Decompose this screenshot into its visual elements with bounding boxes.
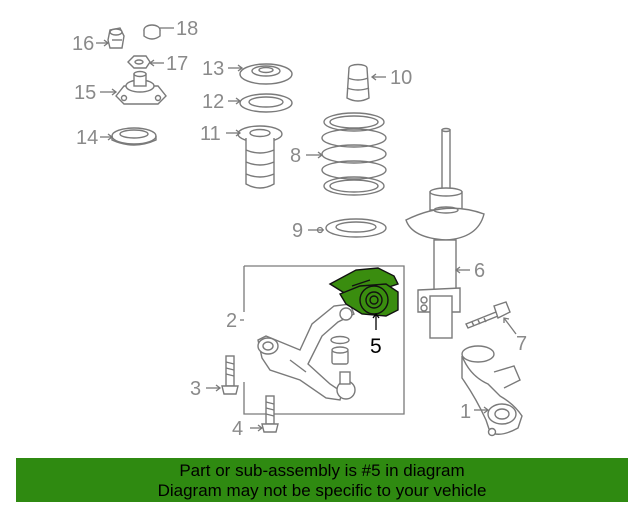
part-11-boot (237, 125, 283, 189)
callout-12: 12 (202, 91, 224, 113)
callout-8: 8 (290, 145, 301, 167)
callout-7: 7 (516, 333, 527, 355)
part-18-cap (143, 24, 161, 40)
callout-1: 1 (460, 401, 471, 423)
callout-11: 11 (200, 123, 221, 145)
callout-3: 3 (190, 378, 201, 400)
part-1-knuckle (461, 345, 523, 437)
part-7-bolt (465, 301, 511, 329)
banner-line-1: Part or sub-assembly is #5 in diagram (179, 461, 465, 480)
callout-13: 13 (202, 58, 224, 80)
part-8-spring (321, 112, 387, 196)
callout-18: 18 (176, 18, 198, 40)
callout-5: 5 (370, 335, 382, 358)
part-13-seat (239, 63, 293, 85)
part-10-bumpstop (346, 63, 370, 102)
part-6-strut (405, 127, 485, 339)
callout-4: 4 (232, 418, 243, 440)
part-5-bushing (328, 267, 399, 317)
part-14-bearing (111, 127, 157, 146)
callout-16: 16 (72, 33, 94, 55)
assembly-box (243, 265, 405, 415)
callout-2: 2 (226, 310, 237, 332)
part-3-bolt (221, 355, 239, 395)
part-16-nut (107, 27, 125, 49)
part-12-insulator (239, 93, 293, 113)
callout-14: 14 (76, 127, 98, 149)
banner-line-2: Diagram may not be specific to your vehi… (157, 481, 487, 500)
callout-9: 9 (292, 220, 303, 242)
callout-15: 15 (74, 82, 96, 104)
part-lower-arm (257, 303, 356, 401)
part-17-nut (127, 55, 151, 69)
callout-10: 10 (390, 67, 412, 89)
part-9-insulator (325, 218, 387, 238)
parts-diagram: 16 18 17 15 14 13 (72, 18, 527, 440)
part-info-banner: Part or sub-assembly is #5 in diagram Di… (16, 458, 628, 502)
part-4-bolt (261, 395, 279, 433)
callout-6: 6 (474, 260, 485, 282)
part-15-mount (115, 70, 167, 105)
callout-17: 17 (166, 53, 188, 75)
